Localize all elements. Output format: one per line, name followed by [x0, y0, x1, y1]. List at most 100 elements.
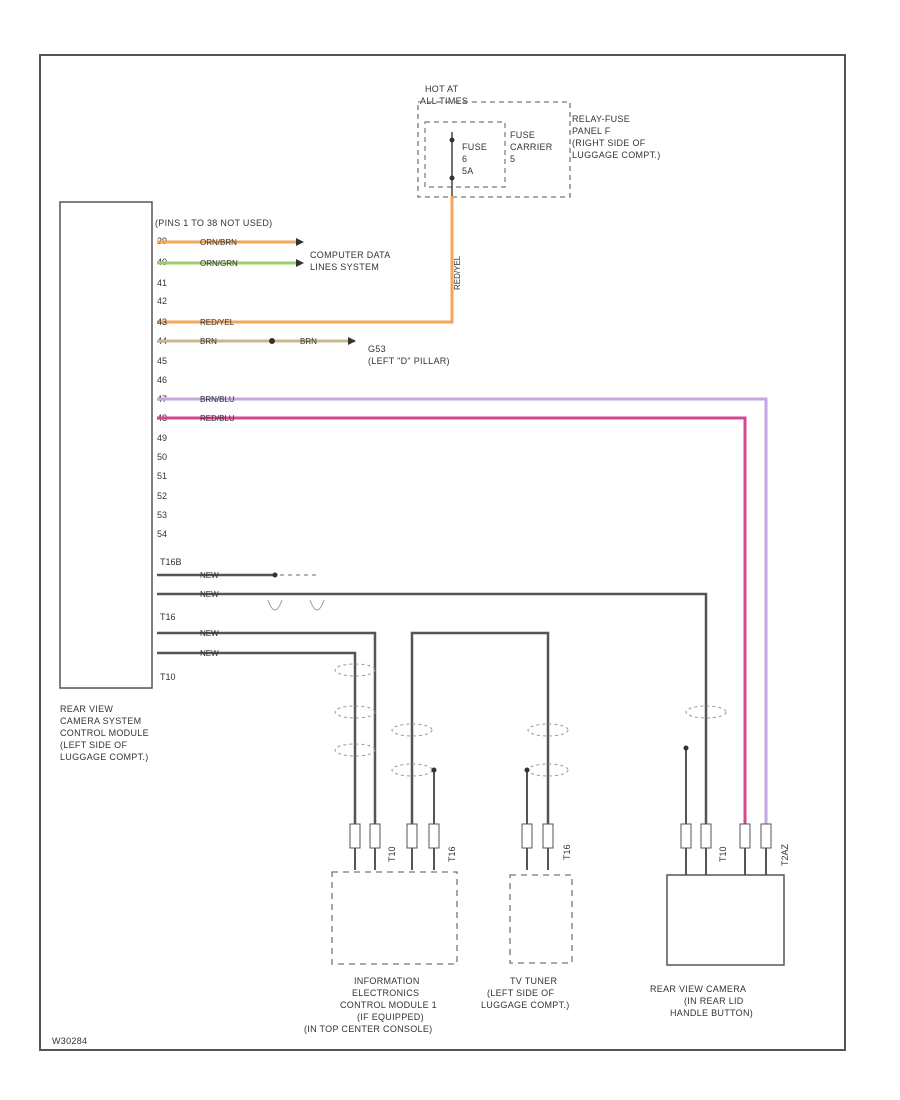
wire-48-label: RED/BLU [200, 414, 235, 423]
wire-47-label: BRN/BLU [200, 395, 235, 404]
drain-dot-3 [683, 745, 689, 751]
info-ecm-connector-t16: T16 [447, 846, 457, 862]
camera-connector-t2az: T2AZ [780, 843, 790, 866]
feed-wire-label: RED/YEL [453, 255, 462, 290]
wire-t16-2 [157, 651, 357, 830]
diagram-code: W30284 [52, 1036, 87, 1046]
terminal-2 [369, 823, 381, 849]
terminal-1 [349, 823, 361, 849]
wire-44b-label: BRN [300, 337, 317, 346]
fuse-terminal-bottom [449, 175, 455, 181]
wire-44-label: BRN [200, 337, 217, 346]
wire-43-label: RED/YEL [200, 318, 235, 327]
terminal-5 [521, 823, 533, 849]
wire-t16-2-label: NEW [200, 649, 219, 658]
module-label-5: LUGGAGE COMPT.) [60, 752, 149, 762]
shield-t16b-1 [267, 599, 283, 611]
tv-tuner-label-3: LUGGAGE COMPT.) [481, 1000, 570, 1010]
module-label-1: REAR VIEW [60, 704, 113, 714]
arrow-data-line-2 [296, 259, 304, 267]
ground-label-1: G53 [368, 344, 386, 354]
module-label-4: (LEFT SIDE OF [60, 740, 127, 750]
fuse-label-1: FUSE [462, 142, 487, 152]
shield-2 [334, 705, 376, 719]
pin-54: 54 [157, 529, 167, 539]
ground-splice [269, 338, 275, 344]
terminal-6 [542, 823, 554, 849]
info-ecm-label-5: (IN TOP CENTER CONSOLE) [304, 1024, 432, 1034]
info-ecm-label-1: INFORMATION [354, 976, 420, 986]
shield-6 [527, 723, 569, 737]
tv-tuner-connector: T16 [562, 844, 572, 860]
module-label-3: CONTROL MODULE [60, 728, 149, 738]
wire-39-label: ORN/BRN [200, 238, 237, 247]
tv-tuner-label-1: TV TUNER [510, 976, 557, 986]
shield-1 [334, 663, 376, 677]
camera-connector-t10: T10 [718, 846, 728, 862]
pin-41: 41 [157, 278, 167, 288]
shield-4 [391, 723, 433, 737]
connector-t10: T10 [160, 672, 176, 682]
wire-red-blu [157, 416, 747, 832]
wire-t16-1-label: NEW [200, 629, 219, 638]
diagram-frame [39, 54, 846, 1051]
pin-43: 43 [157, 317, 167, 327]
fuse-carrier-label-2: CARRIER [510, 142, 553, 152]
computer-data-label-1: COMPUTER DATA [310, 250, 391, 260]
wire-t16b-2 [157, 592, 708, 832]
relay-panel-label-2: PANEL F [572, 126, 611, 136]
terminal-3 [406, 823, 418, 849]
pin-49: 49 [157, 433, 167, 443]
terminal-8 [700, 823, 712, 849]
camera-label-3: HANDLE BUTTON) [670, 1008, 753, 1018]
ground-label-2: (LEFT "D" PILLAR) [368, 356, 450, 366]
drain-dot-1 [431, 767, 437, 773]
tv-tuner-box [509, 874, 573, 964]
wire-40-label: ORN/GRN [200, 259, 238, 268]
pin-50: 50 [157, 452, 167, 462]
shield-8 [685, 705, 727, 719]
relay-panel-label-1: RELAY-FUSE [572, 114, 630, 124]
camera-label-2: (IN REAR LID [684, 996, 744, 1006]
fuse-terminal-top [449, 137, 455, 143]
terminal-4 [428, 823, 440, 849]
pins-note: (PINS 1 TO 38 NOT USED) [155, 218, 272, 228]
wire-brn-blu [157, 397, 768, 832]
wire-red-yel-feed [157, 196, 454, 324]
wire-t16b-1-label: NEW [200, 571, 219, 580]
module-label-2: CAMERA SYSTEM [60, 716, 141, 726]
info-ecm-label-4: (IF EQUIPPED) [357, 1012, 424, 1022]
terminal-10 [760, 823, 772, 849]
info-ecm-box [331, 871, 458, 965]
arrow-data-line-1 [296, 238, 304, 246]
fuse-carrier-box [424, 121, 506, 188]
relay-fuse-panel-box [417, 101, 571, 198]
drain-dot-2 [524, 767, 530, 773]
terminal-7 [680, 823, 692, 849]
computer-data-label-2: LINES SYSTEM [310, 262, 379, 272]
connector-t16: T16 [160, 612, 176, 622]
wire-t16-1 [157, 631, 377, 830]
pin-45: 45 [157, 356, 167, 366]
shield-t16b-2 [309, 599, 325, 611]
info-ecm-label-3: CONTROL MODULE 1 [340, 1000, 437, 1010]
pin-51: 51 [157, 471, 167, 481]
wire-info-to-tuner [410, 631, 550, 830]
info-ecm-connector-t10: T10 [387, 846, 397, 862]
fuse-label-2: 6 [462, 154, 467, 164]
pin-46: 46 [157, 375, 167, 385]
fuse-label-3: 5A [462, 166, 474, 176]
pin-53: 53 [157, 510, 167, 520]
fuse-carrier-label-3: 5 [510, 154, 515, 164]
rear-view-camera-control-module [59, 201, 153, 689]
hot-at-label-1: HOT AT [425, 84, 459, 94]
shield-3 [334, 743, 376, 757]
camera-label-1: REAR VIEW CAMERA [650, 984, 746, 994]
tv-tuner-label-2: (LEFT SIDE OF [487, 988, 554, 998]
fuse-carrier-label-1: FUSE [510, 130, 535, 140]
terminal-9 [739, 823, 751, 849]
connector-t16b: T16B [160, 557, 182, 567]
pin-42: 42 [157, 296, 167, 306]
splice-t16b-1 [272, 572, 278, 578]
